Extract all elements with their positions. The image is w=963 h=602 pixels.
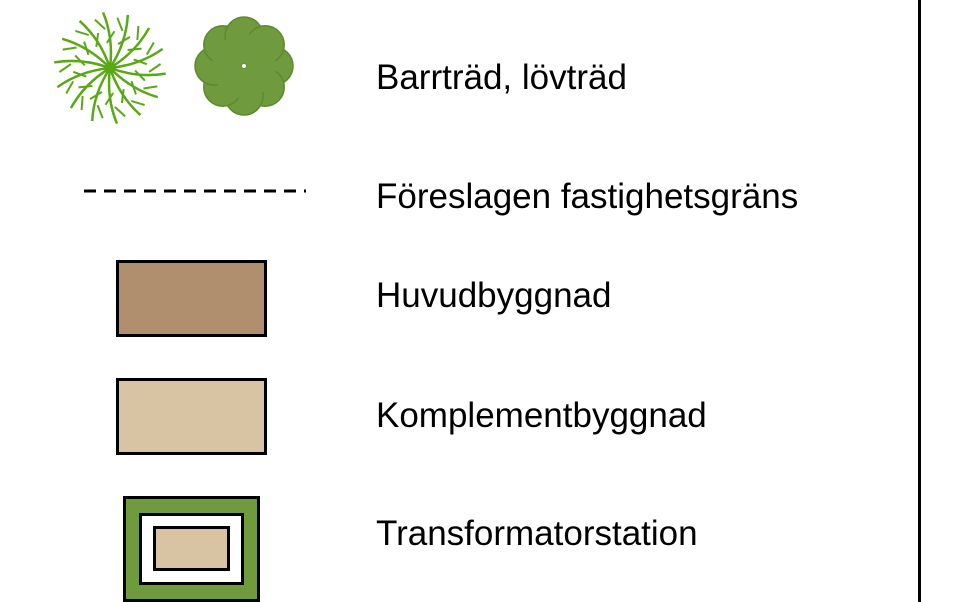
legend-label-boundary: Föreslagen fastighetsgräns [376, 177, 799, 216]
legend-label-main-building: Huvudbyggnad [376, 276, 612, 315]
legend-label-transformer: Transformatorstation [376, 514, 698, 553]
dashed-line-icon [84, 189, 306, 193]
transformer-station-core [153, 526, 230, 571]
legend-label-secondary-building: Komplementbyggnad [376, 396, 707, 435]
main-building-swatch [116, 260, 267, 337]
deciduous-tree-icon [194, 16, 294, 116]
transformer-station-white-band [139, 513, 244, 585]
transformer-station-icon [123, 496, 260, 602]
secondary-building-swatch [116, 378, 267, 455]
legend-right-border [918, 0, 921, 602]
legend-label-trees: Barrträd, lövträd [376, 58, 627, 97]
conifer-tree-icon [54, 11, 166, 125]
